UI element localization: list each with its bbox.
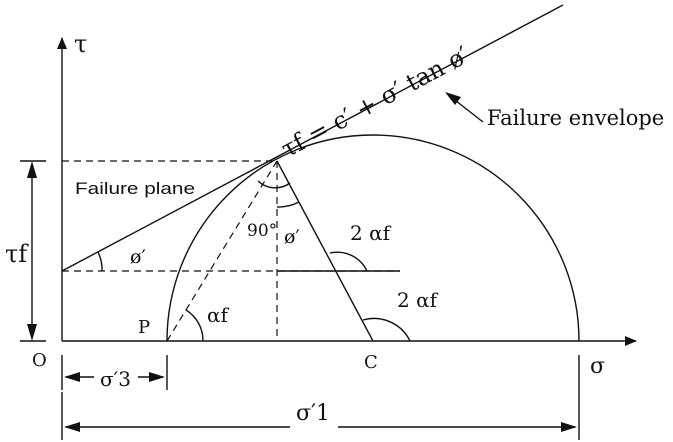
angle-arc-phi-left	[97, 251, 103, 272]
sigma3-arrow-right	[149, 372, 165, 382]
two-alpha-top-label: 2 αf	[350, 221, 392, 245]
radius-line	[276, 160, 374, 342]
phi-left-label: ø′	[130, 246, 146, 268]
sigma3-label: σ′3	[100, 367, 131, 391]
tau-f-label: τf	[5, 240, 29, 268]
two-alpha-bottom-label: 2 αf	[397, 288, 439, 312]
angle-arc-phi-center	[276, 201, 300, 208]
origin-label: O	[32, 350, 47, 371]
point-p-label: P	[138, 317, 150, 338]
failure-equation: τf = c′ + σ′ tan ø′	[277, 41, 474, 163]
angle-arc-90	[257, 180, 291, 189]
angle-90-label: 90°	[247, 221, 277, 241]
sigma-axis-label: σ	[590, 354, 605, 379]
failure-plane-label: Failure plane	[75, 179, 195, 198]
sigma1-arrow-right	[561, 422, 577, 432]
envelope-pointer-arrowhead	[445, 92, 461, 105]
sigma1-arrow-left	[64, 422, 80, 432]
sigma1-label: σ′1	[296, 401, 330, 426]
tau-f-arrow-up	[27, 161, 37, 178]
point-c-label: C	[364, 352, 378, 373]
failure-envelope-line	[61, 4, 564, 272]
tau-axis-label: τ	[74, 30, 87, 58]
mohr-circle	[166, 134, 580, 342]
angle-arc-alpha	[185, 309, 204, 342]
angle-arc-2alpha-bottom	[362, 317, 411, 342]
sigma3-arrow-left	[64, 372, 80, 382]
phi-center-label: ø′	[284, 226, 300, 248]
tau-f-arrow-down	[27, 324, 37, 341]
failure-envelope-label: Failure envelope	[487, 106, 664, 130]
angle-arc-2alpha-top	[329, 251, 368, 272]
alpha-f-label: αf	[207, 303, 230, 327]
